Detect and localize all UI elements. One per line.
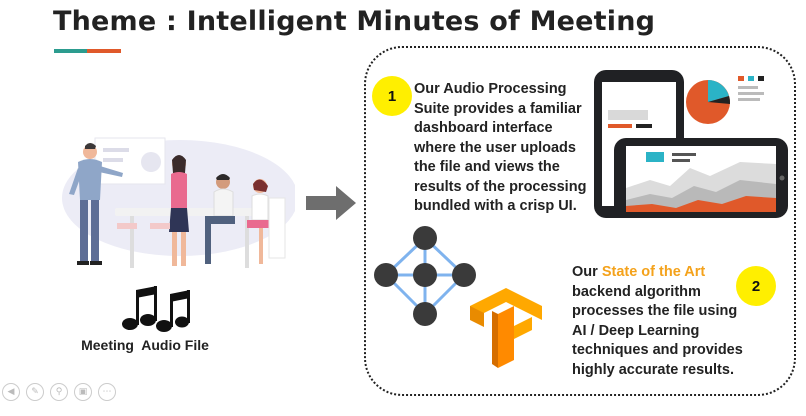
prev-icon[interactable]: ◀ (2, 383, 20, 401)
arrow-right-icon (306, 186, 356, 220)
audio-file-caption: Meeting Audio File (81, 337, 209, 353)
step1-line: bundled with a crisp UI. (414, 198, 577, 214)
step2-line: AI / Deep Learning (572, 322, 700, 339)
slides-icon[interactable]: ▣ (74, 383, 92, 401)
more-icon[interactable]: ⋯ (98, 383, 116, 401)
pen-icon[interactable]: ✎ (26, 383, 44, 401)
step-badge-1: 1 (372, 76, 412, 116)
meeting-illustration (62, 137, 295, 268)
step2-line: techniques and provides (572, 342, 743, 358)
step1-line: where the user uploads (414, 139, 576, 156)
solution-panel (364, 46, 796, 396)
step1-line: the file and views the (414, 159, 560, 175)
devices-dashboard-icon (594, 70, 788, 218)
step2-line-prefix: Our (572, 264, 602, 280)
step2-line: highly accurate results. (572, 361, 734, 378)
neural-network-icon (374, 226, 476, 326)
step2-line: processes the file using (572, 303, 738, 319)
step1-text: Our Audio Processing Suite provides a fa… (414, 80, 596, 217)
zoom-icon[interactable]: ⚲ (50, 383, 68, 401)
step2-line: Our State of the Art (572, 263, 762, 283)
title-underline-orange (87, 49, 121, 53)
state-of-the-art-highlight: State of the Art (601, 264, 706, 280)
step1-line: Our Audio Processing (414, 81, 567, 97)
slide-title: Theme : Intelligent Minutes of Meeting (53, 6, 656, 37)
music-notes-icon (122, 286, 190, 332)
step1-line: results of the processing (414, 178, 587, 195)
step-badge-2: 2 (736, 266, 776, 306)
step1-line: dashboard interface (414, 120, 553, 136)
presentation-toolbar: ◀ ✎ ⚲ ▣ ⋯ (2, 383, 116, 403)
title-underline-teal (54, 49, 87, 53)
step1-line: Suite provides a familiar (414, 100, 582, 117)
tensorflow-logo-icon (470, 288, 542, 368)
step2-text: Our State of the Art backend algorithm p… (572, 263, 762, 380)
step2-line: backend algorithm (572, 283, 701, 300)
